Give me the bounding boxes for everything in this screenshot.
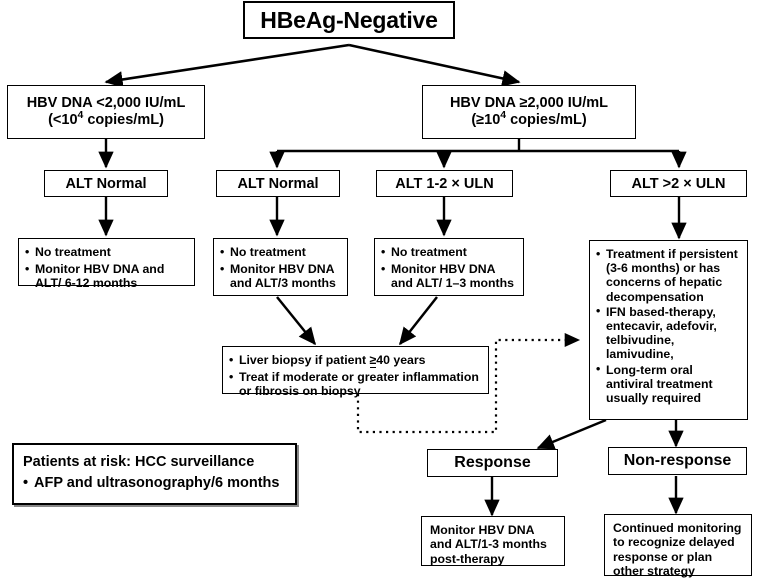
left-management-list: No treatment Monitor HBV DNA and ALT/ 6-…: [25, 244, 189, 291]
list-item: IFN based-therapy, entecavir, adefovir, …: [596, 304, 742, 362]
node-hbv-dna-low[interactable]: HBV DNA <2,000 IU/mL (<104 copies/mL): [7, 85, 205, 139]
node-alt-normal-left[interactable]: ALT Normal: [44, 170, 168, 197]
node-non-response-label: Non-response: [623, 452, 732, 469]
liver-biopsy-list: Liver biopsy if patient ≥40 years Treat …: [229, 352, 483, 399]
node-response-followup[interactable]: Monitor HBV DNA and ALT/1-3 months post-…: [421, 516, 565, 566]
edge-treatment-to-response: [536, 418, 607, 450]
treatment-options-list: Treatment if persistent (3-6 months) or …: [596, 247, 742, 406]
node-left-management[interactable]: No treatment Monitor HBV DNA and ALT/ 6-…: [18, 238, 195, 290]
node-alt-gt2-uln[interactable]: ALT >2 × ULN: [610, 170, 747, 197]
node-alt-1-2-uln-label: ALT 1-2 × ULN: [395, 175, 494, 192]
node-alt-normal-mid-label: ALT Normal: [237, 175, 319, 192]
node-hcc-surveillance[interactable]: Patients at risk: HCC surveillance AFP a…: [12, 443, 297, 505]
node-alt-normal-mid[interactable]: ALT Normal: [216, 170, 340, 197]
edge-alt12mgmt-to-biopsy: [399, 296, 438, 346]
node-alt-gt2-uln-label: ALT >2 × ULN: [631, 175, 726, 192]
node-liver-biopsy[interactable]: Liver biopsy if patient ≥40 years Treat …: [222, 346, 489, 398]
list-item: Monitor HBV DNA and ALT/ 1–3 months: [381, 262, 518, 291]
list-item: Treat if moderate or greater inflammatio…: [229, 370, 483, 399]
node-mid-management[interactable]: No treatment Monitor HBV DNA and ALT/3 m…: [213, 238, 348, 296]
node-hbv-dna-low-line1: HBV DNA <2,000 IU/mL: [26, 95, 186, 111]
node-response-followup-text: Monitor HBV DNA and ALT/1-3 months post-…: [430, 523, 547, 566]
node-nonresponse-followup[interactable]: Continued monitoring to recognize delaye…: [604, 514, 752, 579]
list-item: No treatment: [220, 244, 342, 259]
node-nonresponse-followup-text: Continued monitoring to recognize delaye…: [613, 521, 742, 579]
list-item: Monitor HBV DNA and ALT/ 6-12 months: [25, 262, 189, 291]
node-hbv-dna-high-line1: HBV DNA ≥2,000 IU/mL: [449, 95, 609, 111]
edge-root-to-dna-low: [104, 43, 350, 88]
node-hbeag-negative[interactable]: HBeAg-Negative: [243, 1, 455, 39]
mid-management-list: No treatment Monitor HBV DNA and ALT/3 m…: [220, 244, 342, 291]
node-response[interactable]: Response: [427, 449, 558, 477]
node-hbv-dna-low-line2: (<104 copies/mL): [48, 110, 164, 128]
hcc-surveillance-detail: AFP and ultrasonography/6 months: [23, 473, 286, 494]
edge-root-to-dna-high: [348, 43, 521, 87]
list-item: Long-term oral antiviral treatment usual…: [596, 362, 742, 406]
list-item: No treatment: [381, 244, 518, 259]
alt12-management-list: No treatment Monitor HBV DNA and ALT/ 1–…: [381, 244, 518, 291]
node-hbeag-negative-label: HBeAg-Negative: [260, 6, 438, 33]
edge-midmgmt-to-biopsy: [276, 296, 316, 346]
node-alt12-management[interactable]: No treatment Monitor HBV DNA and ALT/ 1–…: [374, 238, 524, 296]
node-hbv-dna-high-line2: (≥104 copies/mL): [471, 110, 587, 128]
list-item: Treatment if persistent (3-6 months) or …: [596, 247, 742, 304]
list-item: Monitor HBV DNA and ALT/3 months: [220, 262, 342, 291]
hcc-surveillance-title: Patients at risk: HCC surveillance: [23, 454, 255, 470]
node-alt-normal-left-label: ALT Normal: [65, 175, 147, 192]
list-item: No treatment: [25, 244, 189, 259]
list-item: Liver biopsy if patient ≥40 years: [229, 352, 483, 368]
node-alt-1-2-uln[interactable]: ALT 1-2 × ULN: [376, 170, 513, 197]
node-response-label: Response: [454, 454, 531, 471]
node-treatment-options[interactable]: Treatment if persistent (3-6 months) or …: [589, 240, 748, 420]
node-hbv-dna-high[interactable]: HBV DNA ≥2,000 IU/mL (≥104 copies/mL): [422, 85, 636, 139]
node-non-response[interactable]: Non-response: [608, 447, 747, 475]
